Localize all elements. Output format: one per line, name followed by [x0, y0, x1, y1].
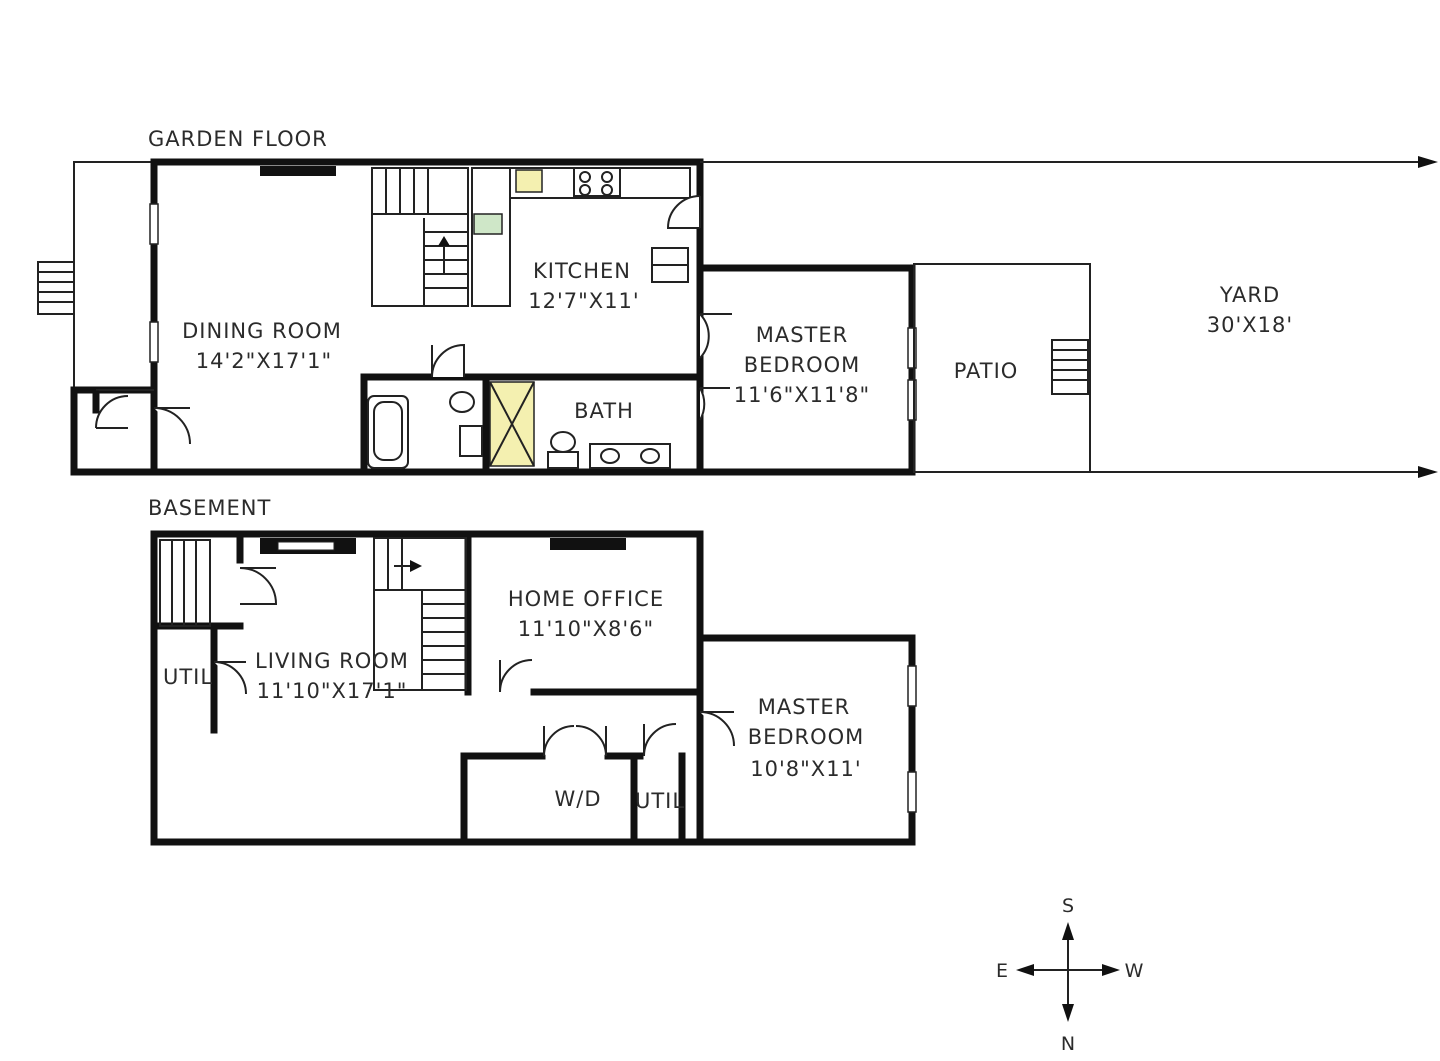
dining-room-name: DINING ROOM	[182, 319, 342, 343]
bath-toilet-icon	[550, 431, 576, 453]
front-vestibule	[73, 161, 155, 391]
front-stoop-stairs	[37, 261, 75, 315]
basement-title: BASEMENT	[148, 496, 271, 520]
compass-rose-icon: S N E W	[996, 895, 1144, 1055]
patio-name: PATIO	[954, 359, 1019, 383]
basement-master-name-1: MASTER	[758, 695, 851, 719]
garden-master-name-1: MASTER	[756, 323, 849, 347]
yard-arrow-top-icon	[1418, 156, 1438, 168]
garden-doors	[95, 195, 732, 445]
patio-stairs	[1051, 339, 1089, 395]
basement-windows	[260, 538, 917, 813]
basement-master-size: 10'8"X11'	[750, 757, 861, 781]
home-office-name: HOME OFFICE	[508, 587, 664, 611]
basement-master-name-2: BEDROOM	[748, 725, 865, 749]
double-vanity-icon	[589, 443, 671, 469]
compass-north: N	[1061, 1033, 1075, 1055]
kitchen-fixtures	[471, 167, 691, 307]
yard-arrow-bottom-icon	[1418, 466, 1438, 478]
util-right-name: UTIL	[635, 789, 685, 813]
kitchen-name: KITCHEN	[533, 259, 631, 283]
garden-windows	[149, 166, 917, 421]
kitchen-size: 12'7"X11'	[528, 289, 639, 313]
yard-boundary	[700, 156, 1438, 478]
bathtub-icon	[367, 395, 409, 469]
bath-name: BATH	[574, 399, 634, 423]
dining-room-size: 14'2"X17'1"	[196, 349, 332, 373]
living-room-size: 11'10"X17'1"	[257, 679, 408, 703]
bath-fixtures	[367, 381, 671, 469]
stove-icon	[573, 167, 621, 197]
garden-master-size: 11'6"X11'8"	[734, 383, 870, 407]
compass-west: W	[1125, 960, 1144, 982]
kitchen-sink-icon	[473, 213, 503, 235]
yard-size: 30'X18'	[1207, 313, 1293, 337]
compass-south: S	[1062, 895, 1074, 917]
garden-floor: GARDEN FLOOR	[37, 127, 1438, 478]
bath-sink-icon	[459, 425, 483, 457]
dishwasher-icon	[515, 169, 543, 193]
util-left-name: UTIL	[163, 665, 213, 689]
yard-name: YARD	[1219, 283, 1280, 307]
compass-east: E	[996, 960, 1008, 982]
garden-master-name-2: BEDROOM	[744, 353, 861, 377]
toilet-icon	[449, 391, 475, 413]
garden-floor-title: GARDEN FLOOR	[148, 127, 328, 151]
wd-name: W/D	[554, 787, 601, 811]
living-room-name: LIVING ROOM	[255, 649, 409, 673]
garden-stairs	[371, 167, 469, 307]
basement-stairs	[159, 537, 467, 691]
basement-doors	[213, 567, 735, 757]
home-office-size: 11'10"X8'6"	[518, 617, 654, 641]
basement-floor: BASEMENT	[148, 496, 917, 846]
